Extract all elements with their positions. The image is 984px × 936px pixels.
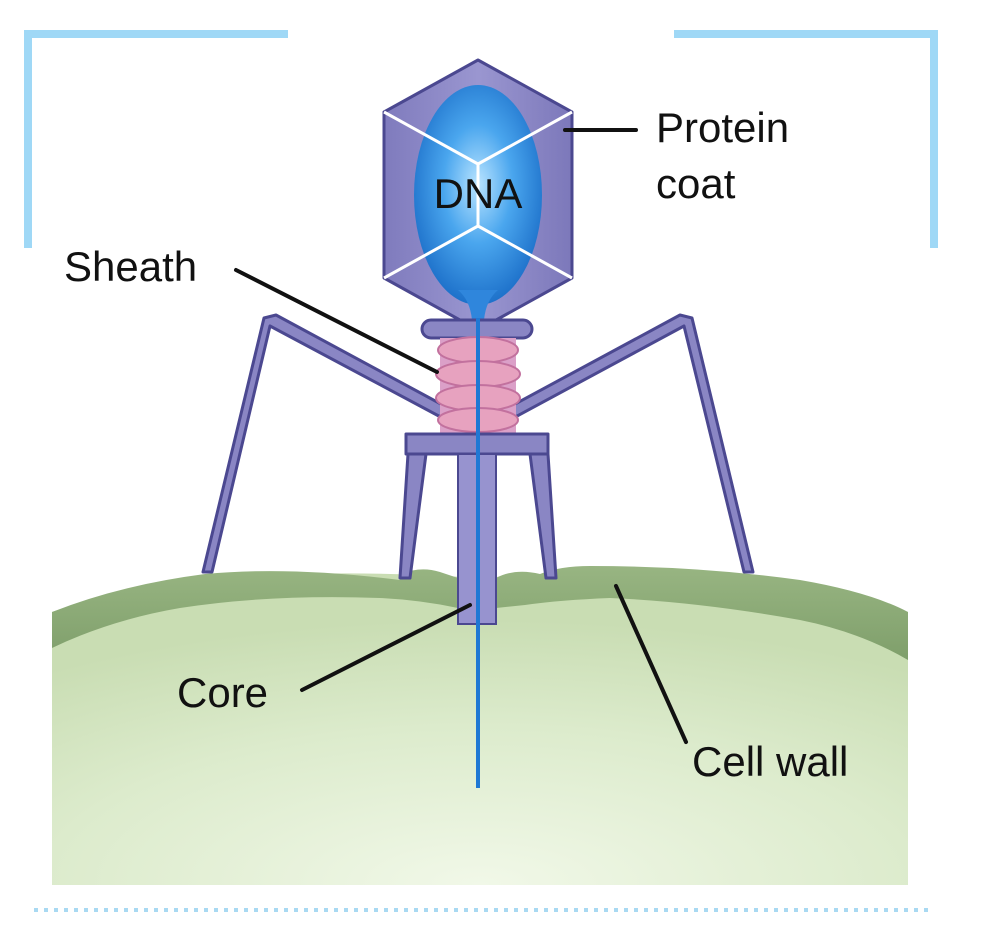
dna-tail-neck [458,290,498,320]
frame-left-side-bar [24,30,32,248]
frame-right-side-bar [930,30,938,248]
frame-right-top-bar [674,30,938,38]
capsid-facet-lines [383,110,573,280]
tail-fibers [201,313,755,574]
tail-pin-left [398,452,428,580]
frame-accents [24,30,938,248]
tail-pin-right [528,452,558,580]
dna-label: DNA [434,170,523,217]
cell-wall [52,566,908,660]
leader-lines [234,128,688,744]
cell-wall-label: Cell wall [692,738,848,785]
protein-coat-capsid: DNA [382,58,574,332]
cell-wall-leader [614,584,688,744]
tail-fiber-right [502,313,755,574]
core-leader [300,603,472,692]
tail-fiber-left [201,313,454,574]
core-label: Core [177,669,268,716]
sheath-leader [234,268,439,374]
protein-coat-label-line1: Protein [656,104,789,151]
protein-coat-label-line2: coat [656,160,736,207]
frame-left-top-bar [24,30,288,38]
sheath-label: Sheath [64,243,197,290]
